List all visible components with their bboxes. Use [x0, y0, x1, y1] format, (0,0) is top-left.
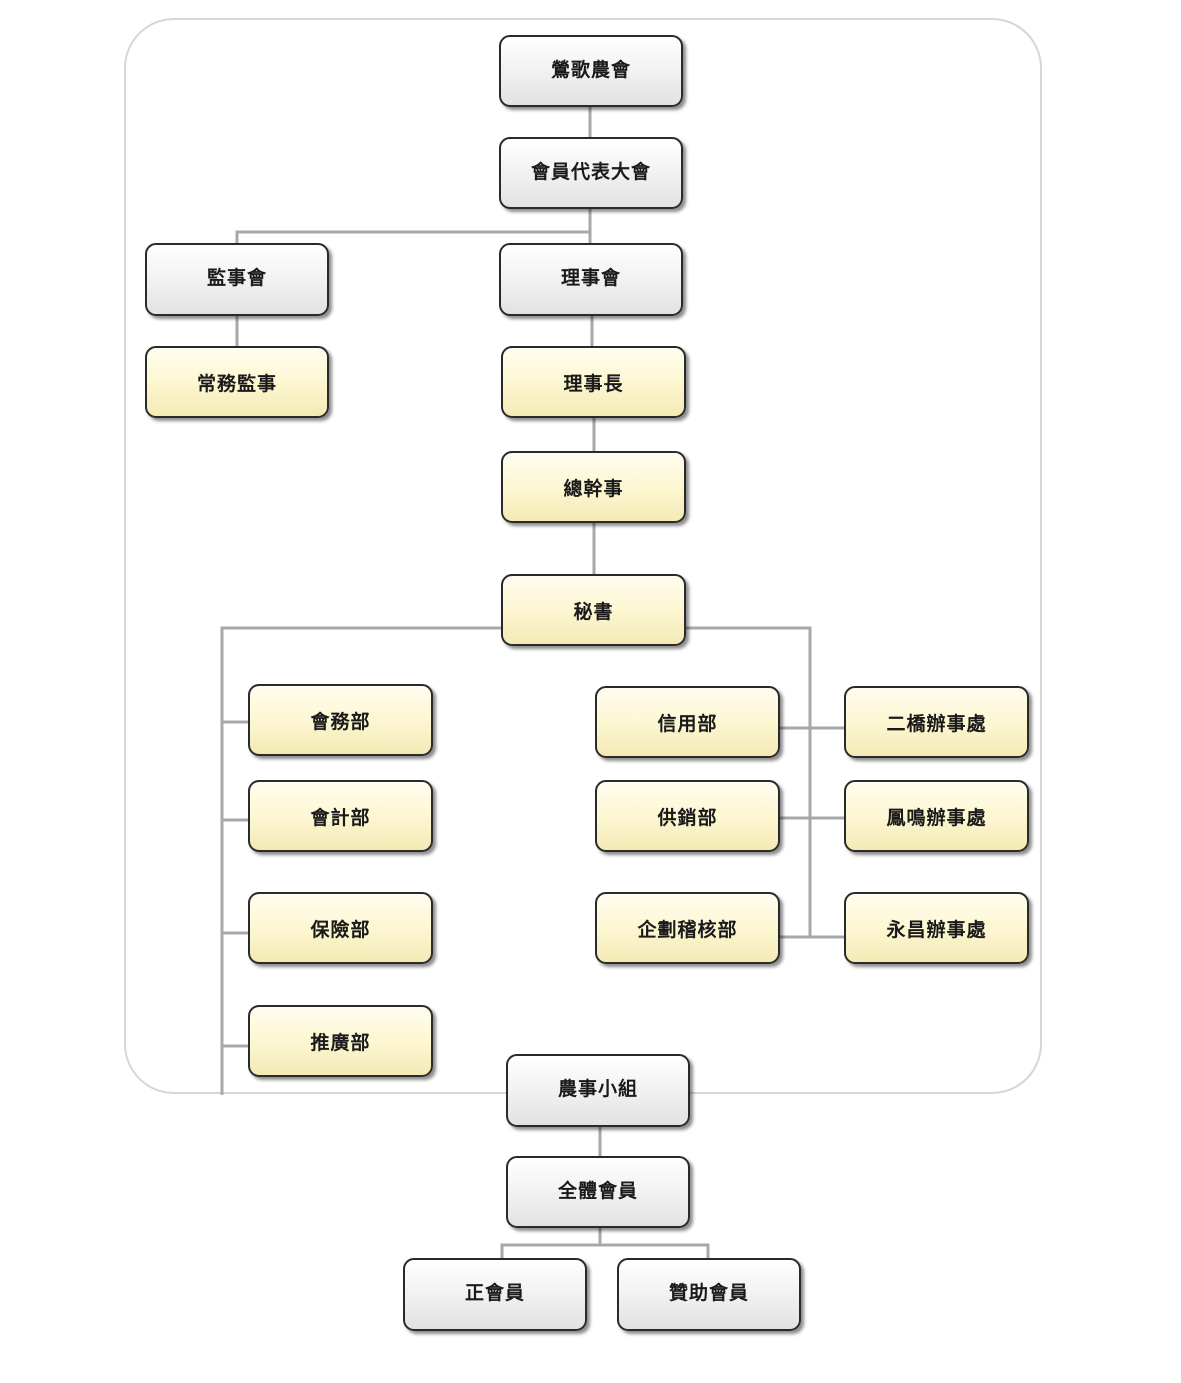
node-secretary: 秘書: [501, 574, 686, 646]
node-dept-credit: 信用部: [595, 686, 780, 758]
node-dept-extension: 推廣部: [248, 1005, 433, 1077]
node-dept-planning: 企劃稽核部: [595, 892, 780, 964]
node-farm-group: 農事小組: [506, 1054, 690, 1127]
node-office-erqiao: 二橋辦事處: [844, 686, 1029, 758]
node-all-members: 全體會員: [506, 1156, 690, 1228]
node-associate-member: 贊助會員: [617, 1258, 801, 1331]
node-office-fengming: 鳳鳴辦事處: [844, 780, 1029, 852]
connector-line: [235, 230, 590, 243]
node-standing-supervisor: 常務監事: [145, 346, 329, 418]
node-dept-affairs: 會務部: [248, 684, 433, 756]
connector-line: [686, 626, 812, 937]
node-chairman: 理事長: [501, 346, 686, 418]
node-board: 理事會: [499, 243, 683, 316]
node-dept-insurance: 保險部: [248, 892, 433, 964]
node-dept-supply: 供銷部: [595, 780, 780, 852]
node-dept-accounting: 會計部: [248, 780, 433, 852]
node-assembly: 會員代表大會: [499, 137, 683, 209]
node-root: 鶯歌農會: [499, 35, 683, 107]
node-general-manager: 總幹事: [501, 451, 686, 523]
node-office-yongchang: 永昌辦事處: [844, 892, 1029, 964]
connector-line: [500, 1243, 710, 1258]
connector-line: [220, 626, 502, 1095]
node-regular-member: 正會員: [403, 1258, 587, 1331]
node-supervisors: 監事會: [145, 243, 329, 316]
